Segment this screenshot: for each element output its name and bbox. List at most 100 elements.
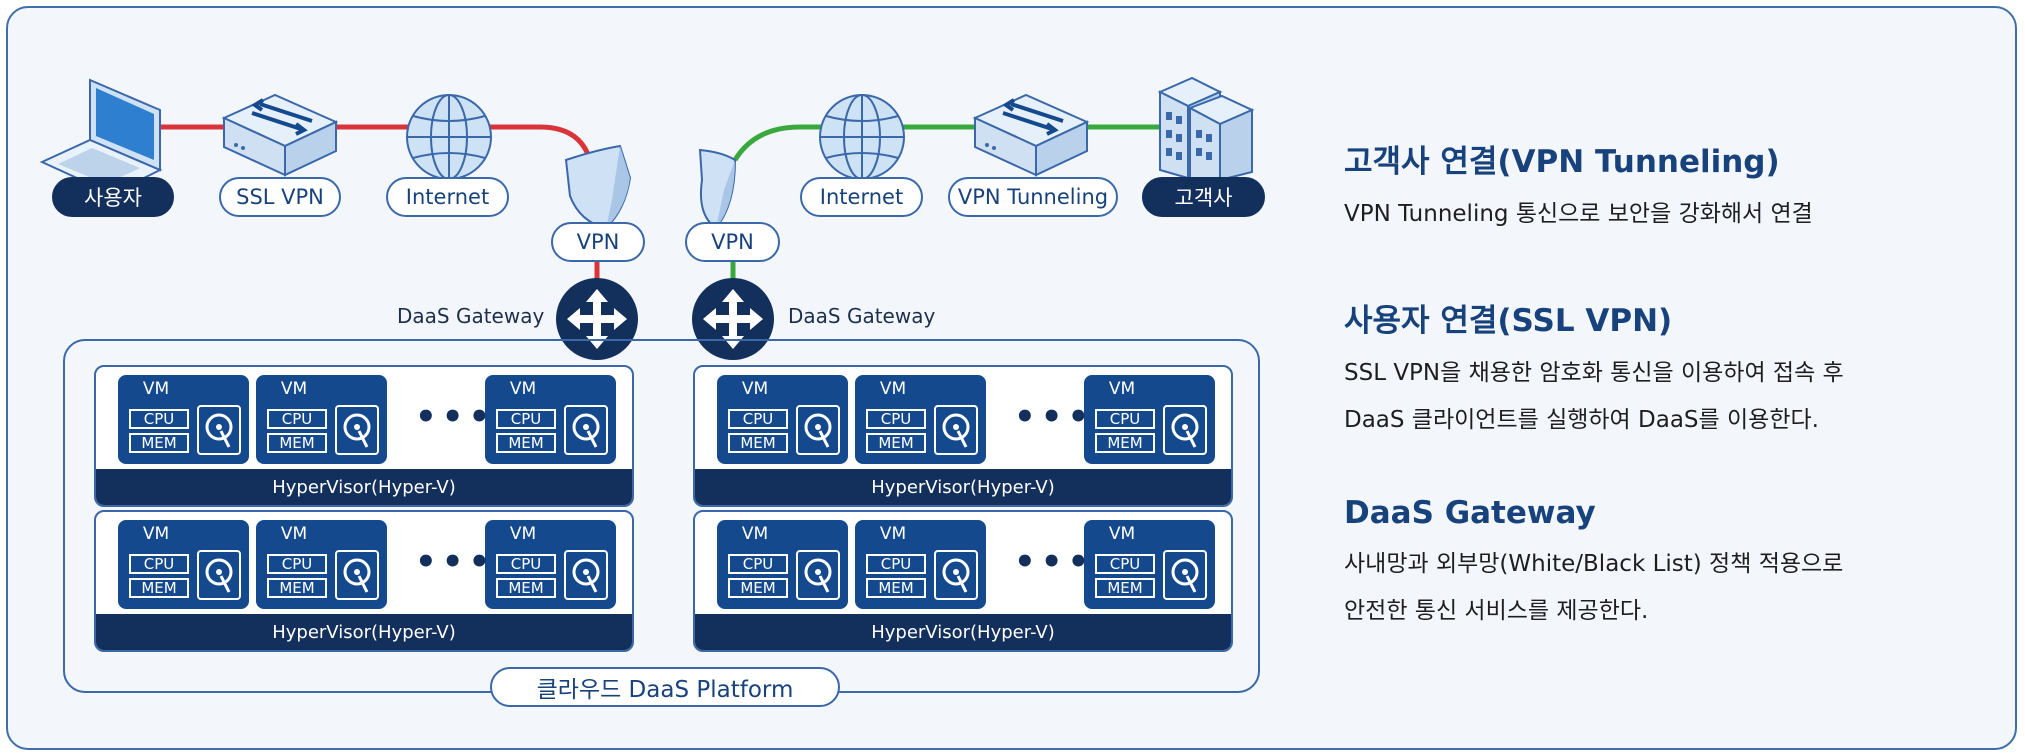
mem-tag: MEM (496, 433, 556, 453)
cpu-tag: CPU (496, 554, 556, 574)
hypervisor-label: HyperVisor(Hyper-V) (695, 469, 1231, 505)
description-line: DaaS 클라이언트를 실행하여 DaaS를 이용한다. (1344, 407, 1819, 433)
shield-icon (564, 144, 632, 230)
description-title: 고객사 연결(VPN Tunneling) (1344, 144, 1780, 180)
disk-icon (1163, 405, 1207, 455)
disk-icon (934, 550, 978, 600)
vm-box: VM CPU MEM (485, 520, 616, 609)
disk-icon (197, 550, 241, 600)
vm-title: VM (879, 524, 907, 544)
disk-icon (796, 550, 840, 600)
vpn-tunneling-label: VPN Tunneling (948, 177, 1118, 217)
disk-icon (564, 405, 608, 455)
mem-tag: MEM (129, 578, 189, 598)
vm-box: VM CPU MEM (485, 375, 616, 464)
vm-box: VM CPU MEM (855, 375, 986, 464)
mem-tag: MEM (866, 433, 926, 453)
cpu-tag: CPU (728, 554, 788, 574)
disk-icon (335, 550, 379, 600)
router-icon (972, 93, 1090, 177)
cpu-tag: CPU (267, 409, 327, 429)
cpu-tag: CPU (129, 409, 189, 429)
disk-icon (335, 405, 379, 455)
mem-tag: MEM (1095, 578, 1155, 598)
laptop-icon (39, 78, 163, 196)
mem-tag: MEM (728, 433, 788, 453)
daas-gateway-label-right: DaaS Gateway (788, 304, 936, 328)
disk-icon (1163, 550, 1207, 600)
vm-box: VM CPU MEM (717, 375, 848, 464)
disk-icon (796, 405, 840, 455)
cpu-tag: CPU (866, 554, 926, 574)
more-vms-ellipsis: ••• (415, 397, 496, 437)
hypervisor-label: HyperVisor(Hyper-V) (96, 614, 632, 650)
cpu-tag: CPU (728, 409, 788, 429)
router-icon (221, 93, 339, 177)
description-line: SSL VPN을 채용한 암호화 통신을 이용하여 접속 후 (1344, 360, 1844, 386)
vm-title: VM (1108, 379, 1136, 399)
vm-box: VM CPU MEM (855, 520, 986, 609)
disk-icon (197, 405, 241, 455)
mem-tag: MEM (267, 578, 327, 598)
vm-title: VM (280, 379, 308, 399)
vm-title: VM (509, 524, 537, 544)
cpu-tag: CPU (267, 554, 327, 574)
vm-box: VM CPU MEM (256, 375, 387, 464)
customer-label: 고객사 (1142, 177, 1265, 217)
description-line: 사내망과 외부망(White/Black List) 정책 적용으로 (1344, 551, 1844, 577)
vm-title: VM (509, 379, 537, 399)
mem-tag: MEM (1095, 433, 1155, 453)
shield-icon (698, 148, 737, 230)
internet-label-left: Internet (386, 177, 509, 217)
description-daas-gateway: DaaS Gateway 사내망과 외부망(White/Black List) … (1344, 495, 1843, 635)
more-vms-ellipsis: ••• (1014, 397, 1095, 437)
vm-box: VM CPU MEM (118, 375, 249, 464)
cpu-tag: CPU (129, 554, 189, 574)
vm-box: VM CPU MEM (256, 520, 387, 609)
globe-icon (406, 94, 492, 180)
vm-box: VM CPU MEM (717, 520, 848, 609)
vm-box: VM CPU MEM (1084, 375, 1215, 464)
vpn-label-left: VPN (551, 222, 645, 262)
more-vms-ellipsis: ••• (1014, 542, 1095, 582)
cpu-tag: CPU (866, 409, 926, 429)
daas-gateway-label-left: DaaS Gateway (397, 304, 545, 328)
description-ssl-vpn: 사용자 연결(SSL VPN) SSL VPN을 채용한 암호화 통신을 이용하… (1344, 295, 1844, 444)
hypervisor-label: HyperVisor(Hyper-V) (96, 469, 632, 505)
vm-title: VM (142, 524, 170, 544)
platform-label: 클라우드 DaaS Platform (490, 667, 840, 707)
description-title: DaaS Gateway (1344, 495, 1596, 531)
vm-title: VM (741, 379, 769, 399)
hypervisor-label: HyperVisor(Hyper-V) (695, 614, 1231, 650)
description-line: VPN Tunneling 통신으로 보안을 강화해서 연결 (1344, 201, 1813, 227)
description-line: 안전한 통신 서비스를 제공한다. (1344, 598, 1649, 624)
vm-box: VM CPU MEM (1084, 520, 1215, 609)
cpu-tag: CPU (496, 409, 556, 429)
user-label: 사용자 (52, 177, 174, 217)
vm-box: VM CPU MEM (118, 520, 249, 609)
internet-label-right: Internet (800, 177, 923, 217)
vm-title: VM (879, 379, 907, 399)
vpn-label-right: VPN (685, 222, 780, 262)
more-vms-ellipsis: ••• (415, 542, 496, 582)
mem-tag: MEM (728, 578, 788, 598)
mem-tag: MEM (129, 433, 189, 453)
globe-icon (819, 94, 905, 180)
mem-tag: MEM (267, 433, 327, 453)
mem-tag: MEM (496, 578, 556, 598)
vm-title: VM (1108, 524, 1136, 544)
ssl-vpn-label: SSL VPN (219, 177, 341, 217)
description-title: 사용자 연결(SSL VPN) (1344, 303, 1673, 339)
vm-title: VM (741, 524, 769, 544)
mem-tag: MEM (866, 578, 926, 598)
vm-title: VM (142, 379, 170, 399)
vm-title: VM (280, 524, 308, 544)
disk-icon (934, 405, 978, 455)
cpu-tag: CPU (1095, 554, 1155, 574)
cpu-tag: CPU (1095, 409, 1155, 429)
building-icon (1157, 76, 1255, 182)
